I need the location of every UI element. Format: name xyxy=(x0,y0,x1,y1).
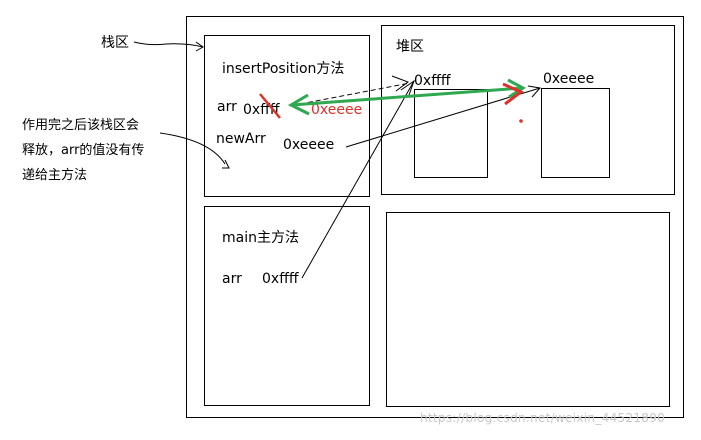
insert-newarr-label: newArr xyxy=(216,131,266,147)
heap-object-eeee-address: 0xeeee xyxy=(543,71,595,87)
outer-memory-box xyxy=(186,16,684,418)
insert-arr-new-value: 0xeeee xyxy=(311,102,363,118)
release-note-line-3: 递给主方法 xyxy=(22,168,88,183)
main-frame xyxy=(204,206,370,406)
main-frame-title: main主方法 xyxy=(222,230,299,246)
release-note-line-1: 作用完之后该栈区会 xyxy=(22,118,140,133)
release-note-line-2: 释放，arr的值没有传 xyxy=(22,143,145,158)
insert-arr-label: arr xyxy=(217,99,237,115)
insert-frame-title: insertPosition方法 xyxy=(222,61,345,77)
stack-label: 栈区 xyxy=(101,35,129,51)
insert-arr-old-value: 0xffff xyxy=(243,102,280,118)
release-note: 作用完之后该栈区会 释放，arr的值没有传 递给主方法 xyxy=(22,113,144,188)
heap-empty-region xyxy=(386,212,670,407)
heap-object-ffff xyxy=(414,89,488,178)
heap-label: 堆区 xyxy=(396,39,424,55)
heap-object-ffff-address: 0xffff xyxy=(414,73,451,89)
main-arr-value: 0xffff xyxy=(262,271,299,287)
insert-newarr-value: 0xeeee xyxy=(283,137,335,153)
heap-object-eeee xyxy=(541,88,610,178)
main-arr-label: arr xyxy=(222,271,242,287)
watermark: https://blog.csdn.net/weixin_44521890 xyxy=(420,411,666,425)
